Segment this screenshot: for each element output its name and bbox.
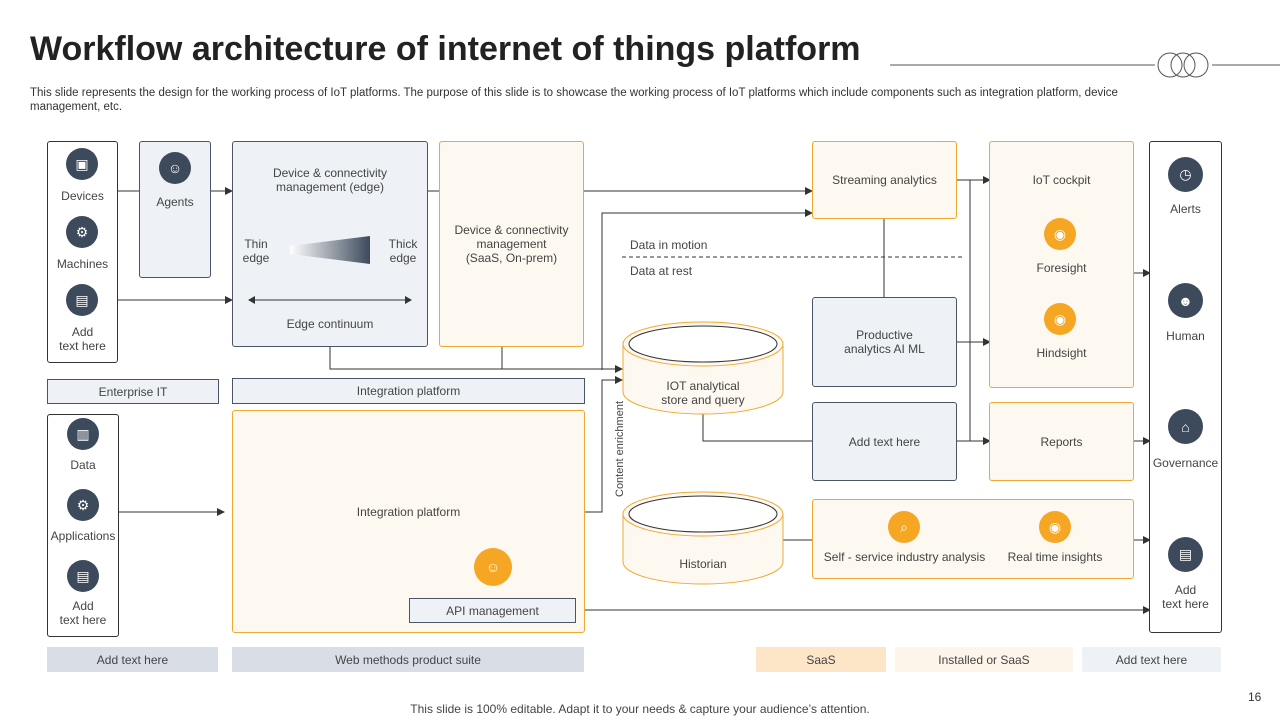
- devices-label: Devices: [61, 189, 104, 203]
- installed-legend: Installed or SaaS: [895, 647, 1073, 672]
- eye-icon: ◉: [1044, 218, 1076, 250]
- api-management-bar: API management: [409, 598, 576, 623]
- historian-cylinder: [622, 491, 784, 585]
- predictive-analytics-box: [812, 297, 957, 387]
- add-text-label: Add text here: [59, 599, 107, 627]
- database-icon: ▥: [67, 418, 99, 450]
- integration-platform-bar: Integration platform: [232, 378, 585, 404]
- foresight-label: Foresight: [1036, 261, 1087, 275]
- thick-edge-label: Thick edge: [388, 237, 418, 265]
- edge-wedge: [290, 236, 370, 264]
- add-text-legend: Add text here: [47, 647, 218, 672]
- device-icon: ▣: [66, 148, 98, 180]
- agents-label: Agents: [156, 195, 194, 209]
- machine-icon: ⚙: [66, 216, 98, 248]
- applications-label: Applications: [50, 529, 116, 543]
- data-in-motion-label: Data in motion: [630, 238, 708, 252]
- alert-clock-icon: ◷: [1168, 157, 1203, 192]
- add-text-box: [812, 402, 957, 481]
- streaming-analytics-box: [812, 141, 957, 219]
- edge-title: Device & connectivity management (edge): [272, 166, 388, 194]
- analysis-icon: ⌕: [888, 511, 920, 543]
- add-text-label: Add text here: [59, 325, 106, 353]
- human-label: Human: [1166, 329, 1205, 343]
- page-number: 16: [1248, 690, 1262, 704]
- iot-cockpit-title: IoT cockpit: [1032, 173, 1091, 187]
- integration-platform-box: [232, 410, 585, 633]
- streaming-analytics-label: Streaming analytics: [832, 173, 937, 187]
- thin-edge-label: Thin edge: [242, 237, 270, 265]
- user-laptop-icon: ☺: [474, 548, 512, 586]
- reports-label: Reports: [1040, 435, 1083, 449]
- eye-arrows-icon: ◉: [1044, 303, 1076, 335]
- clipboard-icon: ▤: [66, 284, 98, 316]
- footer-text: This slide is 100% editable. Adapt it to…: [410, 702, 870, 716]
- add-text-label: Add text here: [848, 435, 921, 449]
- iot-store-label: IOT analytical store and query: [661, 379, 745, 407]
- human-icon: ☻: [1168, 283, 1203, 318]
- predictive-analytics-label: Productive analytics AI ML: [844, 328, 925, 356]
- hindsight-label: Hindsight: [1036, 346, 1087, 360]
- data-at-rest-label: Data at rest: [630, 264, 693, 278]
- edge-management-box: [232, 141, 428, 347]
- enterprise-it-bar: Enterprise IT: [47, 379, 219, 404]
- saas-device-management-box: [439, 141, 584, 347]
- insights-box: [812, 499, 1134, 579]
- agent-icon: ☺: [159, 152, 191, 184]
- saas-device-management-label: Device & connectivity management (SaaS, …: [454, 223, 569, 265]
- saas-legend: SaaS: [756, 647, 886, 672]
- add-text-label: Add text here: [1162, 583, 1209, 611]
- eye-icon: ◉: [1039, 511, 1071, 543]
- iot-cockpit-box: [989, 141, 1134, 388]
- reports-box: [989, 402, 1134, 481]
- integration-platform-label: Integration platform: [356, 505, 461, 519]
- page-title: Workflow architecture of internet of thi…: [30, 30, 861, 68]
- data-label: Data: [70, 458, 96, 472]
- real-time-label: Real time insights: [1007, 550, 1103, 564]
- governance-label: Governance: [1152, 456, 1219, 470]
- governance-icon: ⌂: [1168, 409, 1203, 444]
- edge-continuum-label: Edge continuum: [286, 317, 374, 331]
- alerts-label: Alerts: [1170, 202, 1201, 216]
- data-sources-panel: [47, 414, 119, 637]
- title-decoration: [890, 52, 1280, 78]
- add-text-legend: Add text here: [1082, 647, 1221, 672]
- historian-label: Historian: [679, 557, 727, 571]
- machines-label: Machines: [56, 257, 109, 271]
- iot-store-cylinder: [622, 321, 784, 415]
- self-service-label: Self - service industry analysis: [823, 550, 986, 564]
- webmethods-legend: Web methods product suite: [232, 647, 584, 672]
- applications-icon: ⚙: [67, 489, 99, 521]
- clipboard-icon: ▤: [1168, 537, 1203, 572]
- continuum-arrow: [248, 296, 412, 304]
- clipboard-icon: ▤: [67, 560, 99, 592]
- page-subtitle: This slide represents the design for the…: [30, 87, 1118, 113]
